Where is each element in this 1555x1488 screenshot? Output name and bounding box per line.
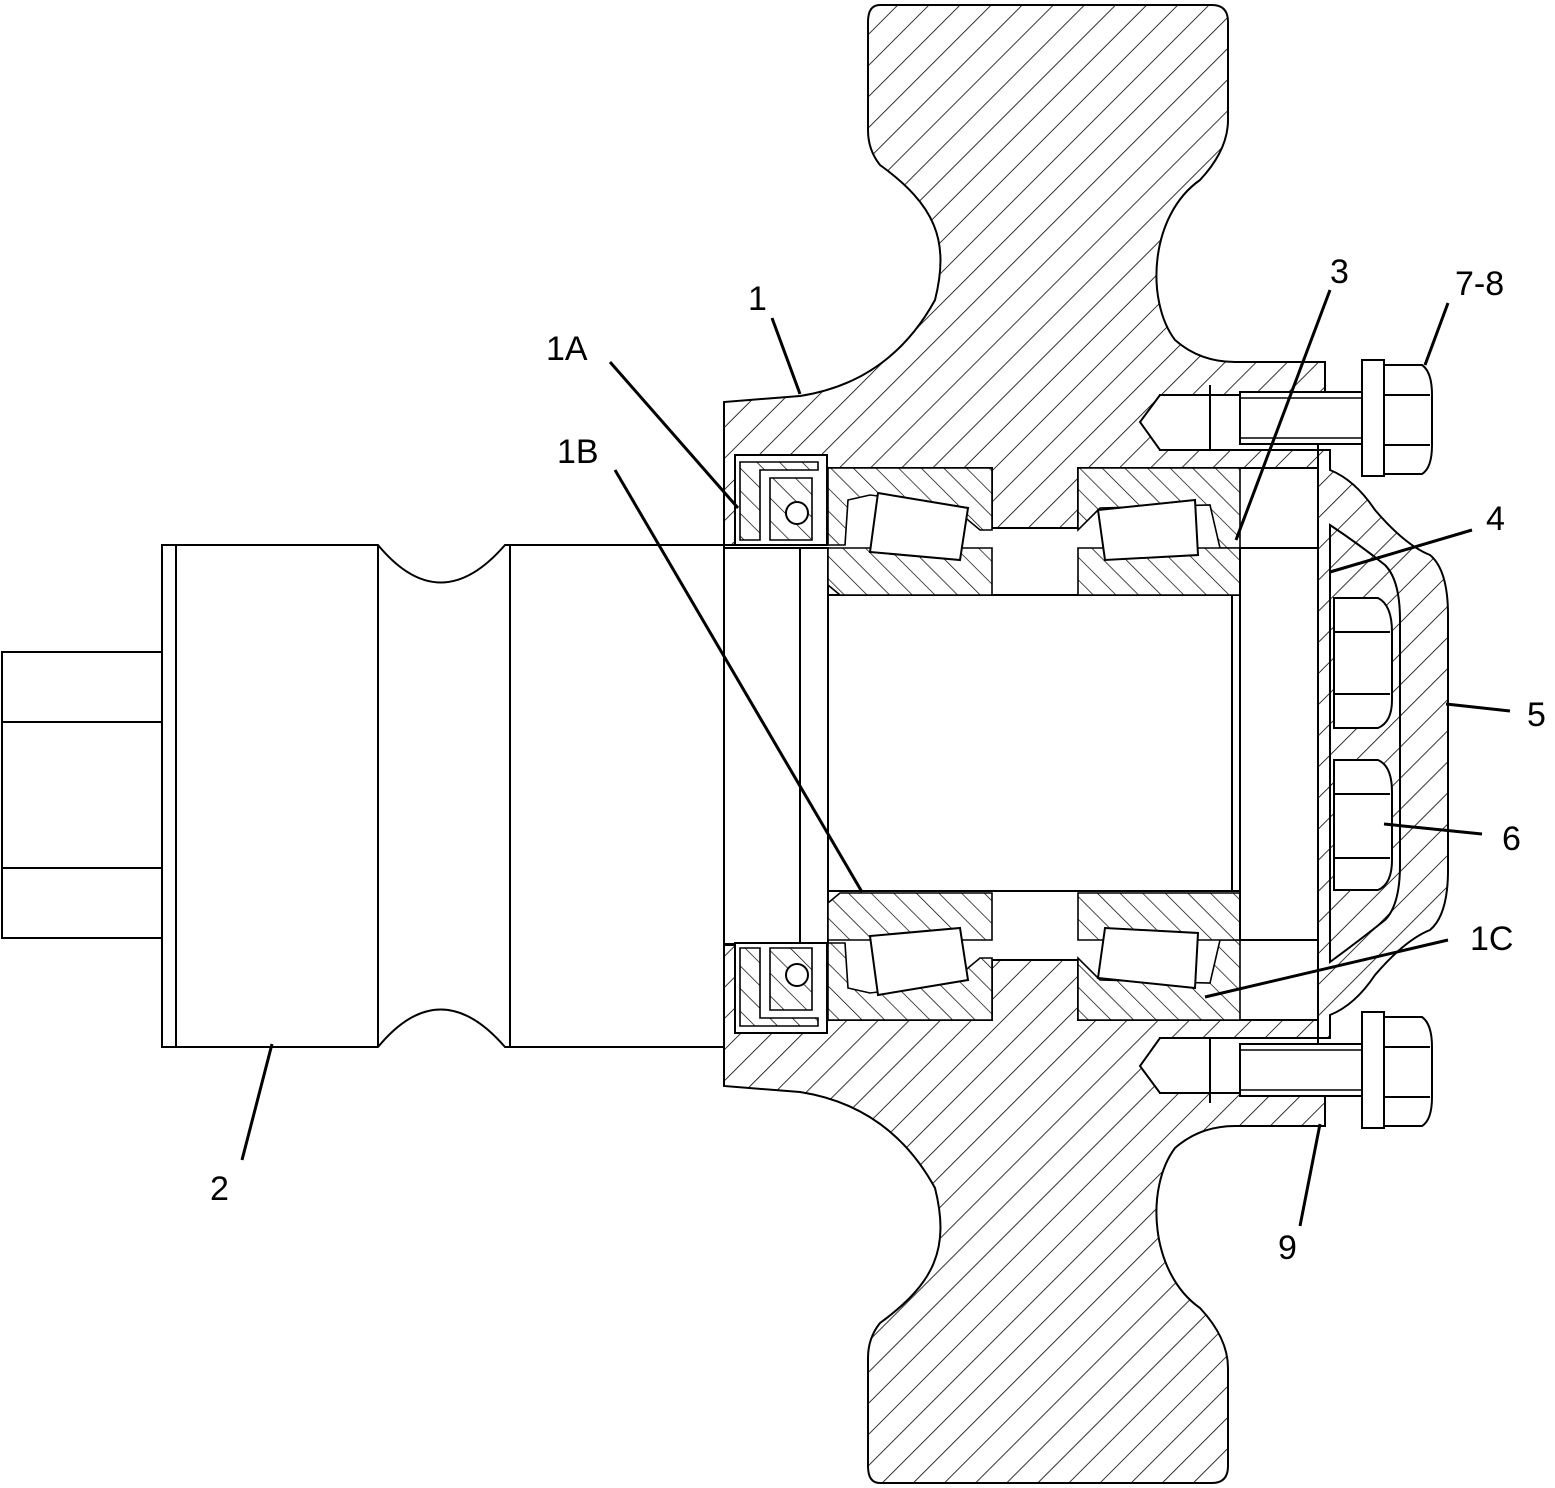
leader-6 [1383, 822, 1483, 836]
bearing-left-lower [827, 892, 993, 1021]
callout-9: 9 [1278, 1229, 1297, 1267]
bearing-left-upper [827, 467, 993, 596]
seal-lower [734, 942, 828, 1034]
leader-lines [240, 289, 1511, 1227]
callout-2: 2 [210, 1170, 229, 1208]
leader-1b [613, 469, 864, 893]
callout-6: 6 [1502, 820, 1521, 858]
end-cover [1317, 449, 1449, 1039]
callout-1b: 1B [557, 433, 599, 471]
shaft-end-stub [1, 651, 165, 939]
leader-1c [1204, 938, 1449, 999]
shaft-core [827, 594, 1241, 892]
washer-lower [1361, 1011, 1385, 1129]
hex-nut-lower [1333, 759, 1393, 891]
callout-7-8: 7-8 [1455, 265, 1504, 303]
bolt-lower [1138, 1011, 1433, 1129]
hex-nut-upper [1333, 597, 1393, 729]
bolt-head-upper [1383, 364, 1433, 475]
shaft-body [175, 544, 725, 1048]
callout-1c: 1C [1470, 920, 1513, 958]
leader-5 [1445, 702, 1511, 713]
washer-upper [1361, 359, 1385, 477]
shaft-collar [161, 544, 177, 1048]
callout-3: 3 [1330, 253, 1349, 291]
callout-1: 1 [748, 280, 767, 318]
leader-7-8 [1423, 302, 1450, 366]
callout-4: 4 [1486, 500, 1505, 538]
bolt-head-lower [1383, 1016, 1433, 1127]
leader-4 [1329, 528, 1473, 574]
callout-1a: 1A [546, 330, 588, 368]
leader-1a [608, 361, 740, 509]
seal-upper [734, 454, 828, 546]
leader-3 [1234, 289, 1332, 541]
bearing-right-upper [1077, 467, 1241, 596]
retainer-plate [1239, 547, 1329, 941]
leader-9 [1298, 1123, 1322, 1227]
leader-2 [240, 1043, 274, 1161]
bearing-right-lower [1077, 892, 1241, 1021]
leader-1 [770, 317, 802, 395]
callout-labels: 1 1A 1B 1C 2 3 4 5 6 7-8 9 [210, 253, 1546, 1267]
callout-5: 5 [1527, 696, 1546, 734]
